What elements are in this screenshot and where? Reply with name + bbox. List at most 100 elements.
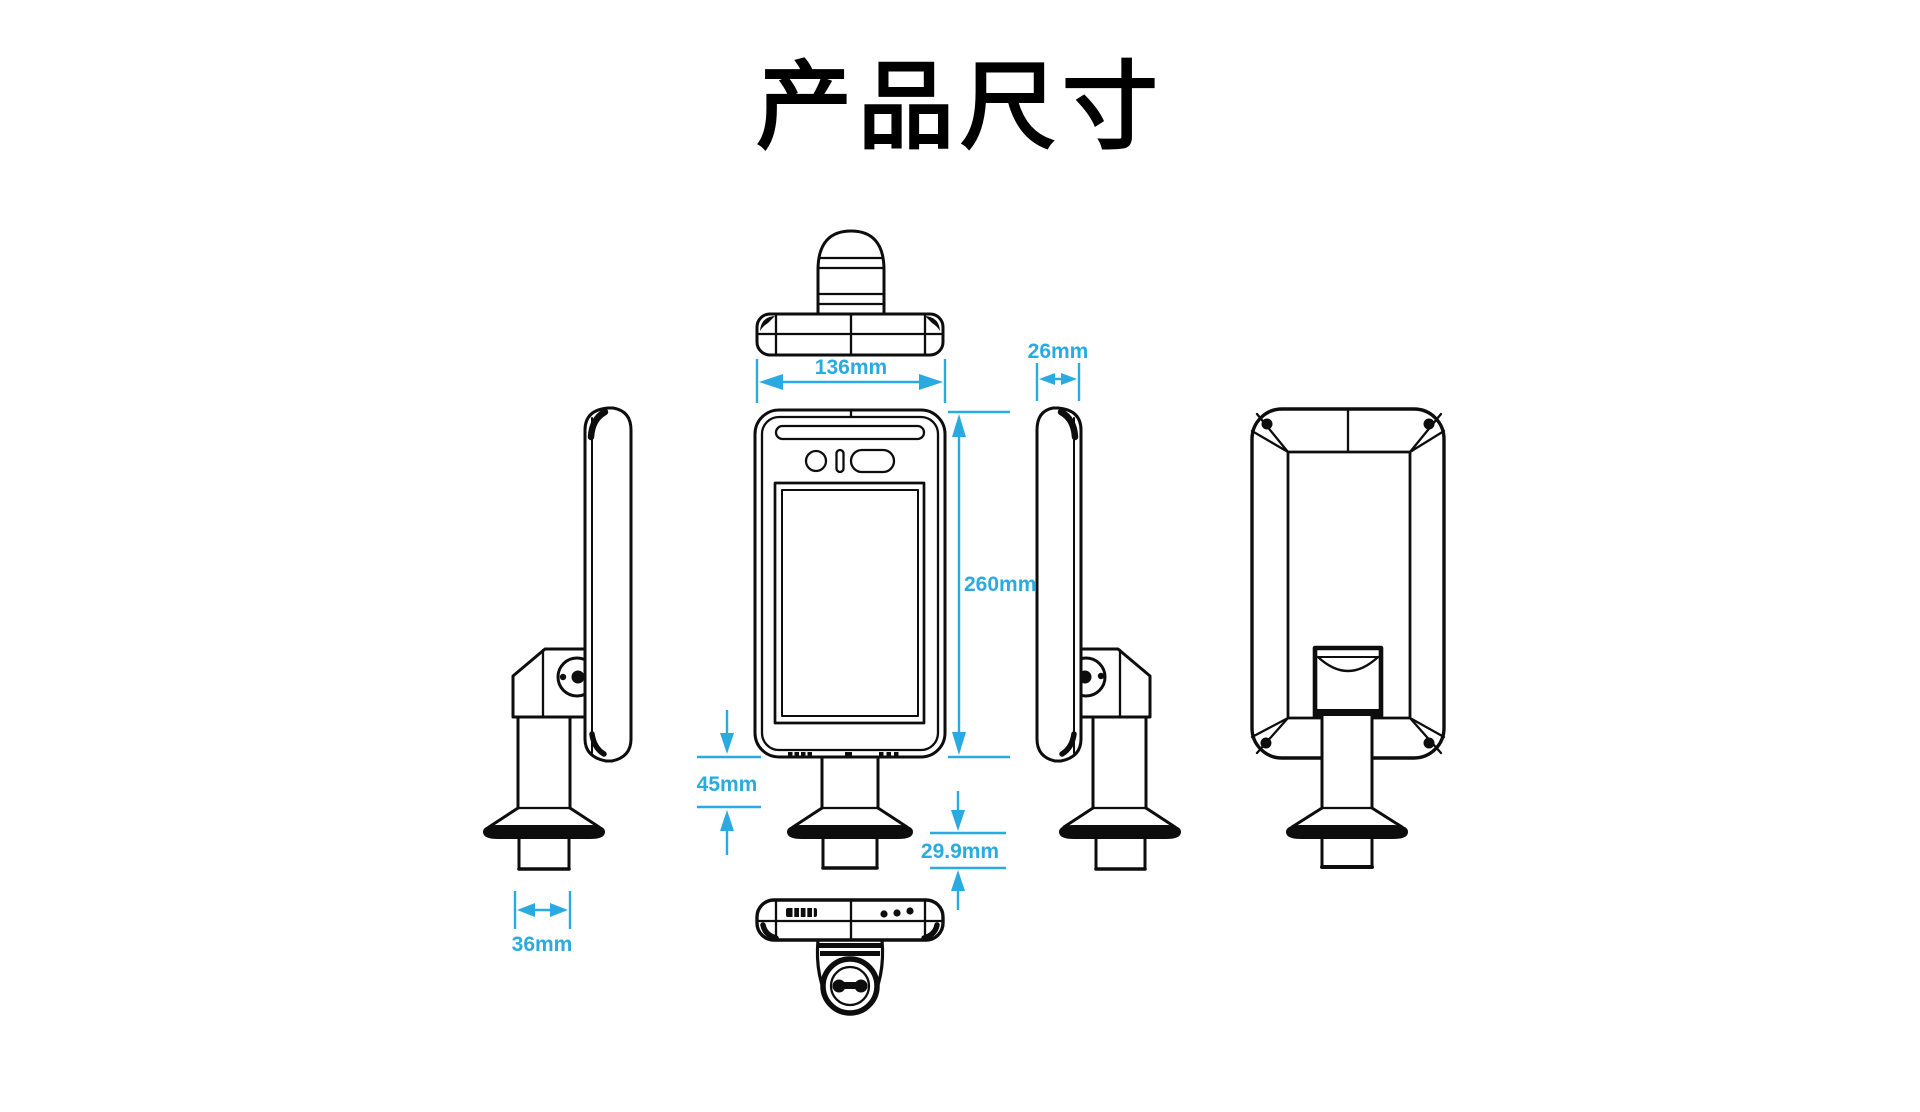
arrowhead-left xyxy=(1039,373,1055,385)
bottom-view xyxy=(755,898,945,1016)
port-dot xyxy=(880,910,888,918)
flange-slope xyxy=(791,806,824,829)
right-side-view xyxy=(1035,406,1181,871)
page-title: 产品尺寸 xyxy=(756,54,1164,161)
clamp-band xyxy=(819,943,881,948)
corner-screw xyxy=(1423,737,1435,749)
arrowhead-right xyxy=(1061,373,1077,385)
port-slot-gap xyxy=(812,908,814,917)
flange-disc xyxy=(1059,825,1181,839)
port-dot xyxy=(906,907,914,915)
corner-chamfer xyxy=(1255,412,1290,454)
speaker-slot xyxy=(774,424,926,441)
vent-dash xyxy=(794,752,799,756)
sensor-pill xyxy=(835,448,845,474)
mount-dome-outline xyxy=(816,229,886,314)
arrowhead-down xyxy=(720,733,734,754)
port-slot-gap xyxy=(805,908,808,917)
mount-slot xyxy=(1312,645,1384,719)
vent-dash xyxy=(886,752,891,756)
vent-dash xyxy=(845,752,852,756)
slab-outline xyxy=(1035,406,1083,763)
flange-slope xyxy=(1370,806,1404,829)
port-slot-gap xyxy=(799,908,801,917)
dim-device-depth-label: 26mm xyxy=(1028,340,1089,363)
corner-chamfer xyxy=(1255,716,1290,755)
flange-slope xyxy=(1062,806,1095,829)
sensor-window xyxy=(849,448,896,474)
back-view xyxy=(1250,407,1446,869)
hinge-screw xyxy=(571,670,585,684)
port-slot-gap xyxy=(792,908,795,917)
corner-screw xyxy=(1423,418,1435,430)
vent-dash xyxy=(879,752,884,756)
corner-chamfer xyxy=(1408,412,1443,454)
mount-slot-bottom-band xyxy=(1316,709,1380,715)
arrowhead-up xyxy=(720,810,734,831)
front-view xyxy=(753,408,947,870)
vent-dash xyxy=(807,752,812,756)
corner-accent xyxy=(760,922,779,941)
dim-mount-base-label: 29.9mm xyxy=(921,840,999,863)
arrowhead-left xyxy=(517,903,535,917)
corner-chamfer xyxy=(1408,716,1443,755)
clamp-band xyxy=(820,951,880,956)
hinge-pin xyxy=(559,673,567,681)
camera-notch xyxy=(587,408,609,441)
arrowhead-right xyxy=(550,903,568,917)
camera-icon xyxy=(804,449,828,473)
corner-screw xyxy=(1260,737,1272,749)
dim-pole-width-label: 36mm xyxy=(512,933,573,956)
flange-slope xyxy=(1290,806,1324,829)
top-view xyxy=(755,229,945,357)
flange-disc xyxy=(483,825,605,839)
dim-device-depth: 26mm xyxy=(1028,340,1089,401)
port-dot xyxy=(893,909,901,917)
arrowhead-up xyxy=(951,870,965,891)
mount-slot-arc xyxy=(1316,655,1380,672)
dim-device-width: 136mm xyxy=(755,356,947,403)
hinge-pin xyxy=(1097,672,1105,680)
vent-dash xyxy=(894,752,899,756)
corner-chamfer xyxy=(1408,429,1446,454)
corner-chamfer xyxy=(1250,716,1290,739)
dim-mount-neck-height: 45mm xyxy=(697,710,761,855)
arrowhead-right xyxy=(919,374,943,390)
vent-dash xyxy=(801,752,806,756)
left-side-view xyxy=(483,406,633,871)
connector-inner-ring xyxy=(829,965,871,1007)
arrowhead-down xyxy=(952,732,966,755)
screen-outline xyxy=(773,481,926,725)
screen-inner-line xyxy=(781,489,919,717)
arrowhead-left xyxy=(759,374,783,390)
flange-disc xyxy=(787,825,913,839)
dim-device-width-label: 136mm xyxy=(815,356,887,379)
bottom-vents xyxy=(788,752,899,756)
camera-notch xyxy=(1057,408,1079,441)
connector-pin xyxy=(832,979,846,993)
flange-slope xyxy=(487,806,520,829)
pole-face xyxy=(1322,716,1372,808)
connector-pin xyxy=(854,979,868,993)
dim-device-height: 260mm xyxy=(948,410,1036,759)
flange-slope xyxy=(568,806,601,829)
vent-dash xyxy=(788,752,793,756)
corner-accent xyxy=(921,922,940,941)
dim-mount-base-height: 29.9mm xyxy=(921,791,1006,910)
slab-outline xyxy=(583,406,633,763)
flange-disc xyxy=(1286,825,1408,839)
corner-screw xyxy=(1261,418,1273,430)
bottom-notch xyxy=(589,731,607,757)
bottom-notch xyxy=(1059,731,1077,757)
dim-pole-width: 36mm xyxy=(512,891,573,956)
dim-mount-neck-label: 45mm xyxy=(697,773,758,796)
corner-accent xyxy=(925,316,940,331)
corner-chamfer xyxy=(1250,429,1290,454)
corner-accent xyxy=(760,316,775,331)
arrowhead-up xyxy=(952,414,966,437)
arrowhead-down xyxy=(951,810,965,831)
dim-device-height-label: 260mm xyxy=(964,573,1036,596)
flange-slope xyxy=(876,806,909,829)
